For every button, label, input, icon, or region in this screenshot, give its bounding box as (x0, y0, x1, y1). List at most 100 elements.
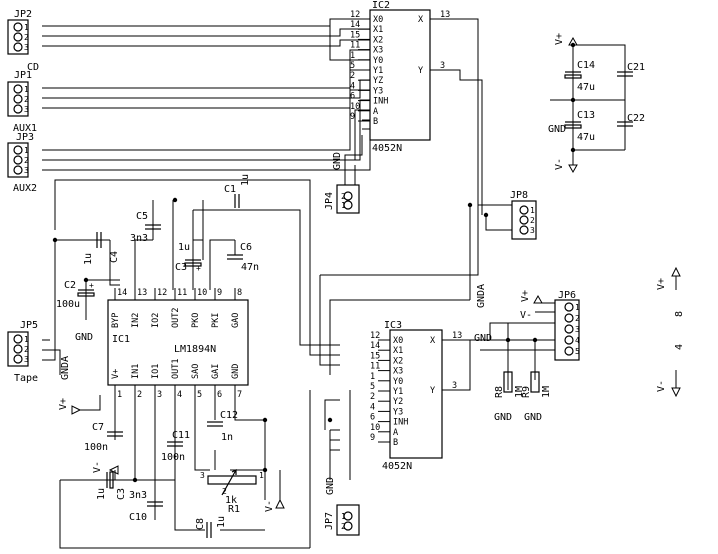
svg-text:C22: C22 (627, 113, 645, 124)
ic2-pin-name: X1 (373, 25, 383, 35)
ic1-pin-number: 5 (197, 390, 202, 400)
ic1-body (107, 299, 249, 386)
jp8-body (511, 200, 537, 240)
junction-dots (52, 42, 576, 483)
jp1-pin-number: 3 (24, 105, 29, 114)
jp2-pin-number: 3 (24, 43, 29, 52)
ic2-body (369, 9, 431, 141)
jp1-pin (13, 104, 23, 114)
ic1-pin-number: 10 (197, 288, 207, 298)
ic2-pin-number: 14 (350, 20, 360, 30)
ic2-pin-name: X0 (373, 15, 383, 25)
ic3-pin-name: X3 (393, 367, 403, 377)
jp6-pin (564, 346, 574, 356)
svg-text:GND: GND (524, 412, 542, 423)
ic2-pin-name: X3 (373, 46, 383, 56)
jp3-pin (13, 145, 23, 155)
ic3-pin-name: INH (393, 418, 408, 428)
svg-text:1M: 1M (514, 386, 525, 398)
svg-text:1n: 1n (221, 432, 233, 443)
ic3-pin-name: Y3 (393, 407, 403, 417)
power-labels: GND V+ V- GND GND GNDA GNDA GND V+ V- V+… (58, 33, 685, 512)
connector-jp2: JP2 123 (7, 9, 32, 55)
ic2-pin-number: 9 (350, 112, 355, 122)
ic1-pin-name: IN2 (131, 313, 141, 328)
svg-text:+: + (89, 281, 94, 290)
svg-text:100n: 100n (161, 452, 185, 463)
ic3-pin-number: 2 (370, 392, 375, 402)
jp6-vminus: V- (520, 310, 532, 321)
ic1-pin-number: 8 (237, 288, 242, 298)
ic1-pin-number: 3 (157, 390, 162, 400)
ic1-pin-name: GND (231, 364, 241, 379)
ic1-pin-name: IO2 (151, 313, 161, 328)
capacitor-c6: C6 47n (227, 242, 259, 273)
ic1-pin-number: 14 (117, 288, 127, 298)
ic1-pin-name: BYP (111, 313, 121, 328)
ic1-vplus: V+ (58, 398, 69, 410)
jp1-name: CD (27, 62, 39, 73)
jp6-ref: JP6 (558, 290, 576, 301)
jp5-ref: JP5 (20, 320, 38, 331)
jp2-ref: JP2 (14, 9, 32, 20)
ic2-pin-name: INH (373, 97, 388, 107)
svg-text:1u: 1u (96, 488, 107, 500)
jp2-pin (13, 22, 23, 32)
svg-text:C11: C11 (172, 430, 190, 441)
connector-jp1: CD JP1 123 (7, 62, 39, 117)
jp3-pin-number: 1 (24, 146, 29, 155)
jp3-pin (13, 165, 23, 175)
ic2-pin-name: Y3 (373, 86, 383, 96)
ic3-pin-name: X1 (393, 346, 403, 356)
resistor-r9: R9 1M GND (521, 371, 552, 423)
svg-text:C5: C5 (136, 211, 148, 222)
ic2-pin-name: YZ (373, 76, 383, 86)
ic2-pin-name: Y1 (373, 66, 383, 76)
ic2-pin-name: Y0 (373, 56, 383, 66)
jp6-pin-number: 3 (575, 325, 580, 334)
svg-text:100u: 100u (56, 299, 80, 310)
ic3-pin-name: X0 (393, 336, 403, 346)
ic2-ref: IC2 (372, 0, 390, 11)
ic3-pin-number: 15 (370, 351, 380, 361)
capacitor-c11: C11 100n (161, 430, 190, 463)
jp6-pin-number: 5 (575, 347, 580, 356)
jp3-pin (13, 155, 23, 165)
gnda-label: GNDA (476, 284, 487, 308)
jp6-body (554, 299, 580, 361)
ic1-pin-number: 4 (177, 390, 182, 400)
ic1-pin-name: PKO (191, 313, 201, 328)
jp6-vplus: V+ (520, 290, 531, 302)
ic3-gnd: GND (325, 477, 336, 495)
ic3-pin-number: 10 (370, 423, 380, 433)
jp4-body (336, 184, 360, 214)
capacitor-c3-bottom: 1u C3 (96, 471, 127, 500)
ic1-pin-number: 12 (157, 288, 167, 298)
jp6-pin (564, 302, 574, 312)
svg-text:2: 2 (341, 522, 346, 531)
svg-text:47n: 47n (241, 262, 259, 273)
ic2-pin-name: Y (418, 66, 423, 76)
ic1-pin-number: 7 (237, 390, 242, 400)
svg-text:3n3: 3n3 (130, 233, 148, 244)
svg-text:C6: C6 (240, 242, 252, 253)
svg-text:1u: 1u (216, 516, 227, 528)
svg-text:100n: 100n (84, 442, 108, 453)
jp3-name: AUX1 (13, 123, 37, 134)
jp6-pin (564, 324, 574, 334)
ic1-pin-name: PKI (211, 313, 221, 328)
svg-text:3n3: 3n3 (129, 490, 147, 501)
svg-text:1u: 1u (240, 174, 251, 186)
ic1-pin-name: OUT1 (171, 359, 181, 379)
svg-text:C3: C3 (116, 488, 127, 500)
jp2-pin (13, 42, 23, 52)
jp5-pin-number: 1 (24, 335, 29, 344)
jp5-pin (13, 334, 23, 344)
capacitor-c22: C22 (617, 113, 645, 127)
